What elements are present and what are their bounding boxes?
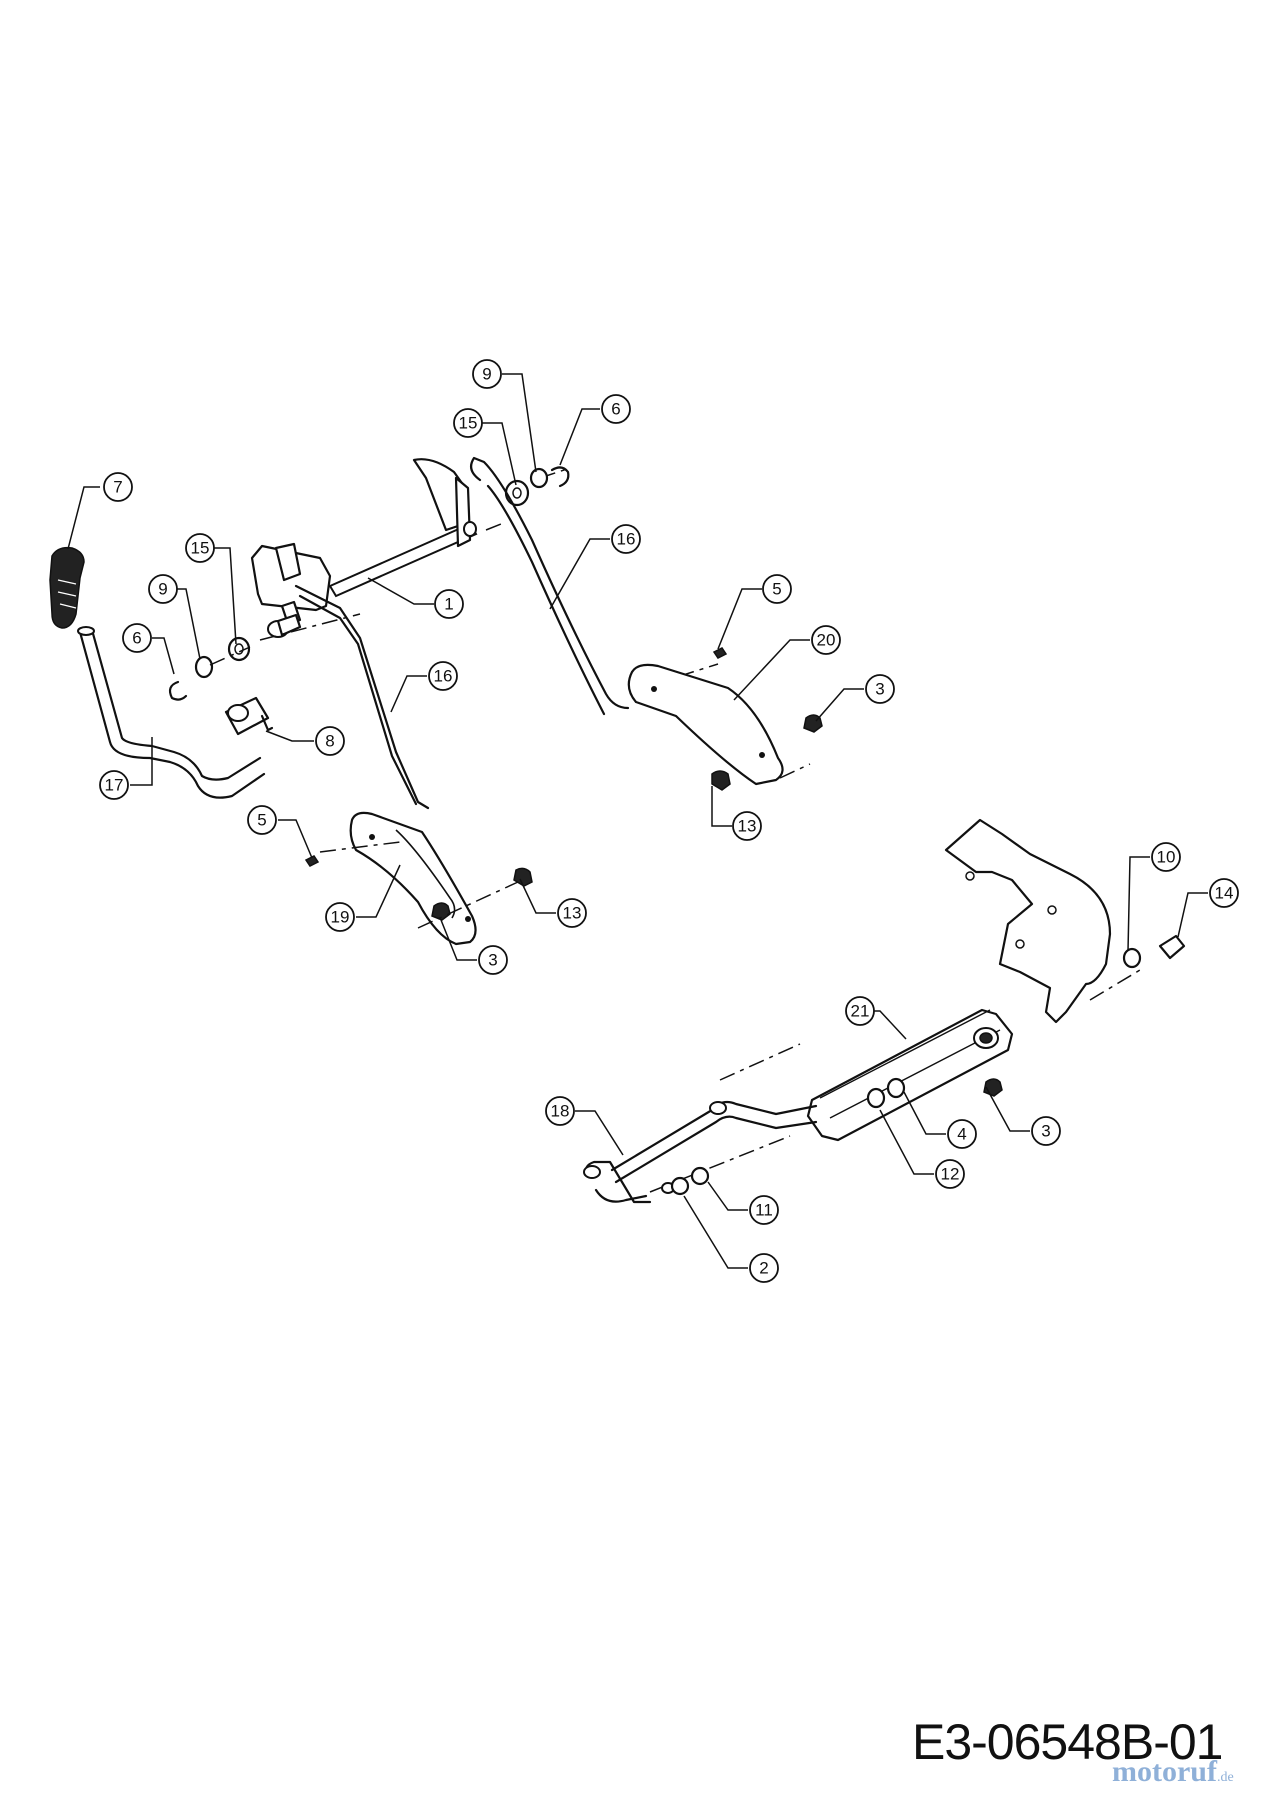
part-washer-12 (866, 1087, 886, 1109)
watermark-logo: motoruf.de (1112, 1755, 1234, 1789)
part-bolt-13b (711, 770, 731, 791)
svg-text:11: 11 (755, 1201, 773, 1220)
svg-text:6: 6 (132, 629, 141, 648)
callout-6: 6 (601, 394, 631, 424)
svg-text:5: 5 (772, 580, 781, 599)
part-nut-3a (431, 902, 451, 921)
svg-text:14: 14 (1215, 884, 1234, 903)
svg-text:7: 7 (113, 478, 122, 497)
svg-text:2: 2 (759, 1259, 768, 1278)
callout-16: 16 (611, 524, 641, 554)
svg-text:21: 21 (851, 1002, 870, 1021)
callout-13: 13 (557, 898, 587, 928)
svg-text:3: 3 (875, 680, 884, 699)
pivot-assembly-lower (583, 818, 1186, 1204)
part-bracket (944, 818, 1112, 1024)
svg-text:13: 13 (738, 817, 757, 836)
part-washer-10 (1122, 947, 1142, 969)
part-washer-11 (690, 1166, 710, 1186)
centerline (719, 1043, 801, 1081)
watermark-tld: .de (1216, 1770, 1234, 1785)
svg-text:1: 1 (444, 595, 453, 614)
part-washer-9a (194, 655, 214, 679)
part-washer-9b (529, 467, 549, 489)
callout-19: 19 (325, 902, 355, 932)
svg-text:19: 19 (331, 908, 350, 927)
part-link-rod-16a (294, 584, 430, 810)
svg-text:3: 3 (1041, 1122, 1050, 1141)
callout-21: 21 (845, 996, 875, 1026)
centerline (209, 613, 361, 666)
lift-lever-assembly (49, 458, 533, 946)
callout-3: 3 (1031, 1116, 1061, 1146)
callout-11: 11 (749, 1195, 779, 1225)
callout-20: 20 (811, 625, 841, 655)
part-arm-plate-20 (627, 663, 784, 786)
svg-text:5: 5 (257, 811, 266, 830)
svg-text:3: 3 (488, 951, 497, 970)
svg-text:4: 4 (957, 1125, 966, 1144)
callout-1: 1 (434, 589, 464, 619)
part-clip-6a (168, 680, 188, 701)
callout-9: 9 (148, 574, 178, 604)
callout-7: 7 (103, 472, 133, 502)
svg-text:9: 9 (158, 580, 167, 599)
callout-10: 10 (1151, 842, 1181, 872)
svg-text:13: 13 (563, 904, 582, 923)
callout-17: 17 (99, 770, 129, 800)
svg-text:8: 8 (325, 732, 334, 751)
part-nut-4 (886, 1077, 906, 1099)
svg-text:16: 16 (434, 667, 453, 686)
link-assembly-right (469, 456, 823, 791)
document-code: E3-06548B-01 (912, 1714, 1223, 1770)
part-bolt-5b (712, 647, 728, 659)
part-link-rod-16b (469, 456, 630, 710)
callout-13: 13 (732, 811, 762, 841)
part-arm-plate-19 (349, 811, 477, 946)
callout-12: 12 (935, 1159, 965, 1189)
callouts: 7 15 9 6 8 17 1 16 5 19 13 3 9 15 6 16 5… (99, 359, 1239, 1283)
callout-14: 14 (1209, 878, 1239, 908)
svg-text:16: 16 (617, 530, 636, 549)
watermark-name: motoruf (1112, 1755, 1217, 1788)
part-pin-8 (260, 714, 274, 732)
callout-15: 15 (453, 408, 483, 438)
svg-text:17: 17 (105, 776, 124, 795)
svg-text:20: 20 (817, 631, 836, 650)
svg-text:18: 18 (551, 1102, 570, 1121)
callout-15: 15 (185, 533, 215, 563)
svg-text:9: 9 (482, 365, 491, 384)
svg-text:12: 12 (941, 1165, 960, 1184)
callout-16: 16 (428, 661, 458, 691)
svg-text:10: 10 (1157, 848, 1176, 867)
part-lever-handle (77, 626, 270, 799)
callout-6: 6 (122, 623, 152, 653)
callout-3: 3 (865, 674, 895, 704)
callout-2: 2 (749, 1253, 779, 1283)
callout-18: 18 (545, 1096, 575, 1126)
part-grip (49, 546, 85, 629)
svg-text:15: 15 (459, 414, 478, 433)
centerline (319, 841, 519, 929)
callout-3: 3 (478, 945, 508, 975)
callout-4: 4 (947, 1119, 977, 1149)
callout-5: 5 (247, 805, 277, 835)
svg-text:15: 15 (191, 539, 210, 558)
svg-text:6: 6 (611, 400, 620, 419)
callout-9: 9 (472, 359, 502, 389)
part-bolt-14 (1158, 934, 1186, 960)
part-clip-6b (550, 466, 570, 488)
part-nut-2 (670, 1176, 690, 1196)
callout-5: 5 (762, 574, 792, 604)
part-bolt-13a (513, 867, 533, 887)
callout-8: 8 (315, 726, 345, 756)
